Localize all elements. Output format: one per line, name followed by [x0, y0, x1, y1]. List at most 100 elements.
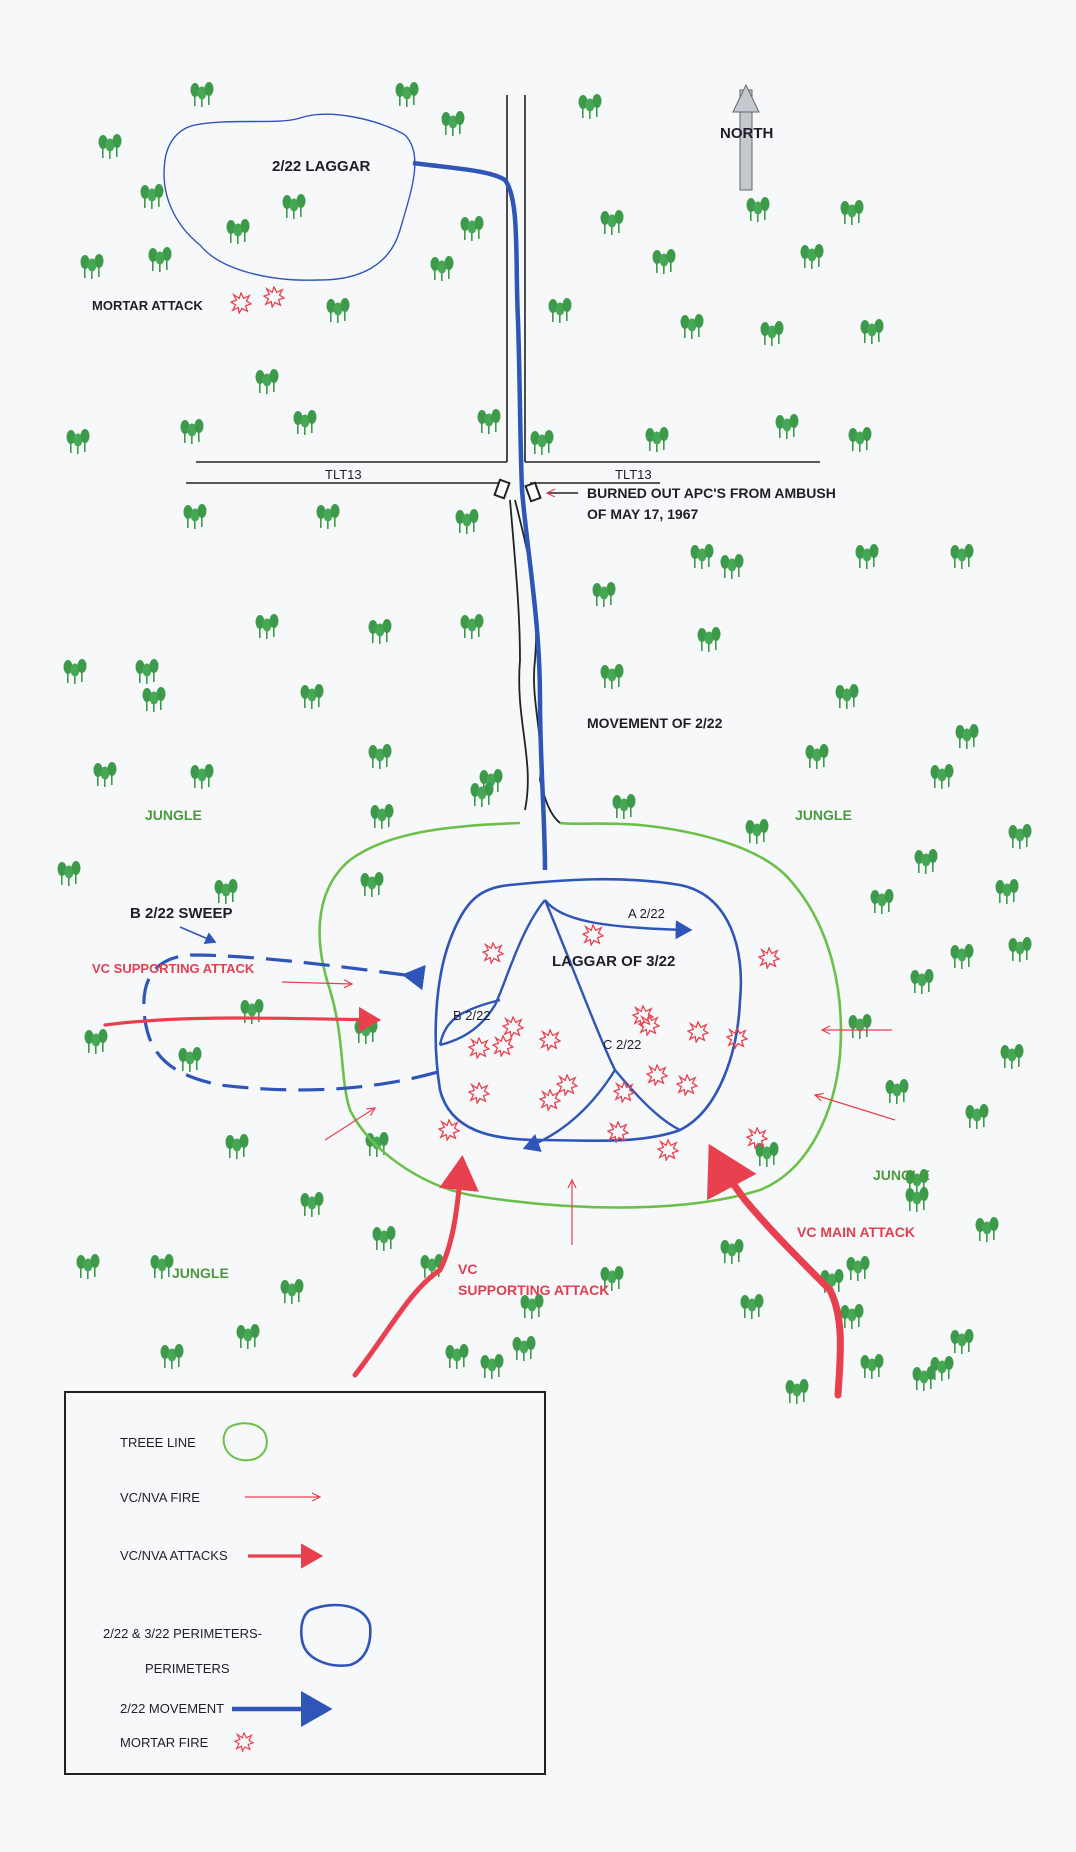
pine-tree-icon: [530, 430, 554, 455]
pine-tree-icon: [930, 764, 954, 789]
pine-tree-icon: [950, 1329, 974, 1354]
pine-tree-icon: [720, 1239, 744, 1264]
pine-tree-icon: [354, 1019, 378, 1044]
pine-tree-icon: [255, 614, 279, 639]
pine-tree-icon: [600, 664, 624, 689]
pine-tree-icon: [1008, 824, 1032, 849]
roads: [186, 95, 820, 484]
pine-tree-icon: [445, 1344, 469, 1369]
pine-tree-icon: [240, 999, 264, 1024]
pine-tree-icon: [652, 249, 676, 274]
internal-movements: [438, 899, 693, 1152]
pine-tree-icon: [835, 684, 859, 709]
pine-tree-icon: [441, 111, 465, 136]
laggar-3-22-perimeter: [434, 877, 743, 1143]
pine-tree-icon: [1000, 1044, 1024, 1069]
pine-tree-icon: [225, 1134, 249, 1159]
legend-perimeter-swatch: [299, 1603, 372, 1667]
pine-tree-icon: [860, 1354, 884, 1379]
pine-tree-icon: [785, 1379, 809, 1404]
pine-tree-icon: [512, 1336, 536, 1361]
mortar-burst-icon: [746, 1127, 768, 1149]
pine-tree-icon: [805, 744, 829, 769]
pine-tree-icon: [226, 219, 250, 244]
pine-tree-icon: [300, 684, 324, 709]
legend-vc-attacks-label: VC/NVA ATTACKS: [120, 1548, 228, 1563]
pine-tree-icon: [680, 314, 704, 339]
pine-tree-icon: [293, 410, 317, 435]
mortar-burst-icon: [263, 286, 285, 308]
pine-tree-icon: [975, 1217, 999, 1242]
pine-tree-icon: [368, 619, 392, 644]
burned-apc-label-2: OF MAY 17, 1967: [587, 506, 699, 522]
pine-tree-icon: [600, 210, 624, 235]
pine-tree-icon: [645, 427, 669, 452]
north-arrow-icon: [732, 83, 760, 191]
pine-tree-icon: [885, 1079, 909, 1104]
legend-tree-line-swatch: [222, 1422, 268, 1462]
pine-tree-icon: [910, 969, 934, 994]
a-2-22-label: A 2/22: [628, 906, 665, 921]
mortar-burst-icon: [676, 1074, 698, 1096]
pine-tree-icon: [860, 319, 884, 344]
pine-tree-icon: [76, 1254, 100, 1279]
pine-tree-icon: [848, 1014, 872, 1039]
pine-tree-icon: [148, 247, 172, 272]
pine-tree-icon: [578, 94, 602, 119]
pine-tree-icon: [755, 1142, 779, 1167]
b-sweep-label: B 2/22 SWEEP: [130, 905, 233, 922]
pine-tree-icon: [950, 944, 974, 969]
mortar-burst-icon: [230, 292, 252, 314]
laggar-2-22-perimeter: [163, 113, 416, 281]
pine-tree-icon: [135, 659, 159, 684]
movement-2-22-path: [412, 160, 548, 871]
pine-tree-icon: [93, 762, 117, 787]
vc-main-attack-label: VC MAIN ATTACK: [797, 1224, 915, 1240]
pine-tree-icon: [80, 254, 104, 279]
pine-tree-icon: [720, 554, 744, 579]
legend-tree-line-label: TREEE LINE: [120, 1435, 196, 1450]
pine-tree-icon: [548, 298, 572, 323]
mortar-burst-icon: [468, 1082, 490, 1104]
pine-tree-icon: [150, 1254, 174, 1279]
pine-tree-icon: [236, 1324, 260, 1349]
pine-tree-icon: [965, 1104, 989, 1129]
mortar-attack-label: MORTAR ATTACK: [92, 298, 203, 313]
pine-tree-icon: [370, 804, 394, 829]
mortar-burst-icon: [613, 1081, 635, 1103]
pine-tree-icon: [950, 544, 974, 569]
pine-tree-icon: [282, 194, 306, 219]
pine-tree-icon: [214, 879, 238, 904]
mortar-burst-icon: [539, 1089, 561, 1111]
c-2-22-label: C 2/22: [603, 1037, 641, 1052]
laggar-2-22-label: 2/22 LAGGAR: [272, 158, 371, 175]
pine-tree-icon: [84, 1029, 108, 1054]
pine-tree-icon: [98, 134, 122, 159]
pine-tree-icon: [612, 794, 636, 819]
legend-perimeters-label-2: PERIMETERS: [145, 1661, 230, 1676]
pine-tree-icon: [470, 782, 494, 807]
pine-tree-icon: [914, 849, 938, 874]
pine-tree-icon: [995, 879, 1019, 904]
pine-tree-icon: [63, 659, 87, 684]
pine-tree-icon: [178, 1047, 202, 1072]
pine-tree-icon: [848, 427, 872, 452]
burned-apc-icon: [493, 478, 542, 503]
pine-tree-icon: [183, 504, 207, 529]
pine-tree-icon: [760, 321, 784, 346]
vc-attacks: [103, 1006, 844, 1399]
mortar-burst-icon: [758, 947, 780, 969]
pine-tree-icon: [190, 764, 214, 789]
vehicle-track: [509, 499, 561, 824]
mortar-burst-icon: [482, 942, 504, 964]
legend-movement-label: 2/22 MOVEMENT: [120, 1701, 224, 1716]
tlt13-right-label: TLT13: [615, 467, 652, 482]
b-2-22-label: B 2/22: [453, 1008, 491, 1023]
pine-tree-icon: [870, 889, 894, 914]
pine-tree-icon: [690, 544, 714, 569]
pine-tree-icon: [460, 614, 484, 639]
pine-tree-icon: [57, 861, 81, 886]
pine-tree-icon: [855, 544, 879, 569]
mortar-burst-icon: [646, 1064, 668, 1086]
